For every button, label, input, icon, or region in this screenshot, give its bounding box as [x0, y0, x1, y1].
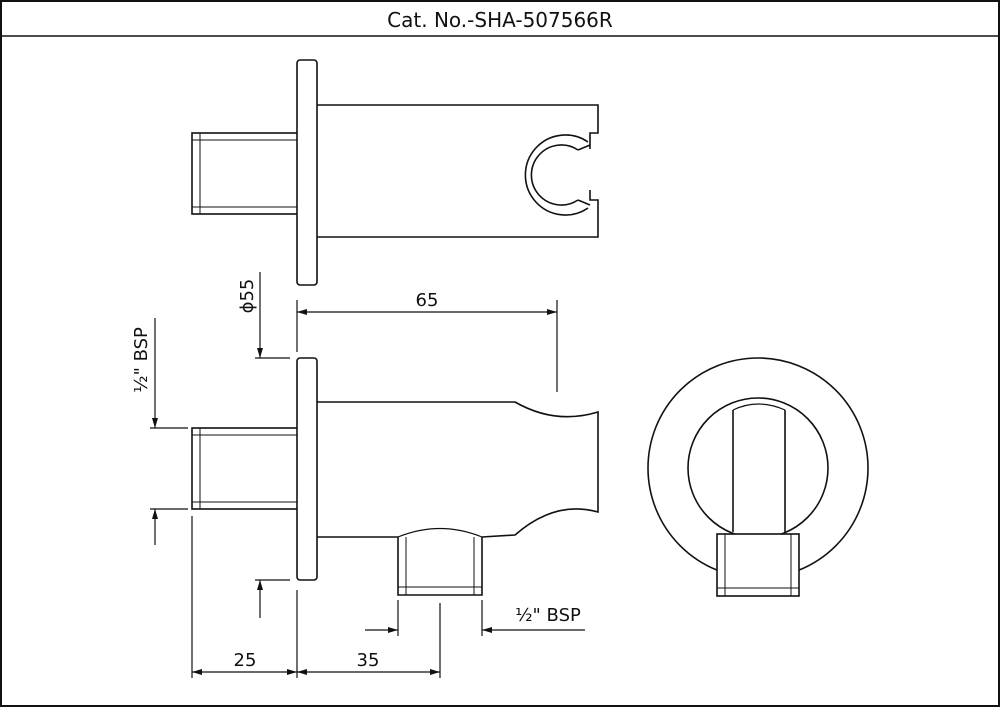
- dim-bsp-horizontal-label: ½" BSP: [515, 605, 581, 626]
- dim-65-label: 65: [416, 290, 439, 311]
- dim-35-label: 35: [357, 650, 380, 671]
- side-view: [191, 357, 599, 596]
- dim-bsp-vertical-label: ½" BSP: [131, 327, 152, 393]
- top-view: [191, 59, 599, 286]
- dim-25-label: 25: [234, 650, 257, 671]
- catalog-number-title: Cat. No.-SHA-507566R: [387, 8, 613, 32]
- dim-diameter-label: ϕ55: [237, 279, 258, 314]
- front-view: [647, 357, 869, 597]
- dimension-lines: [150, 272, 585, 678]
